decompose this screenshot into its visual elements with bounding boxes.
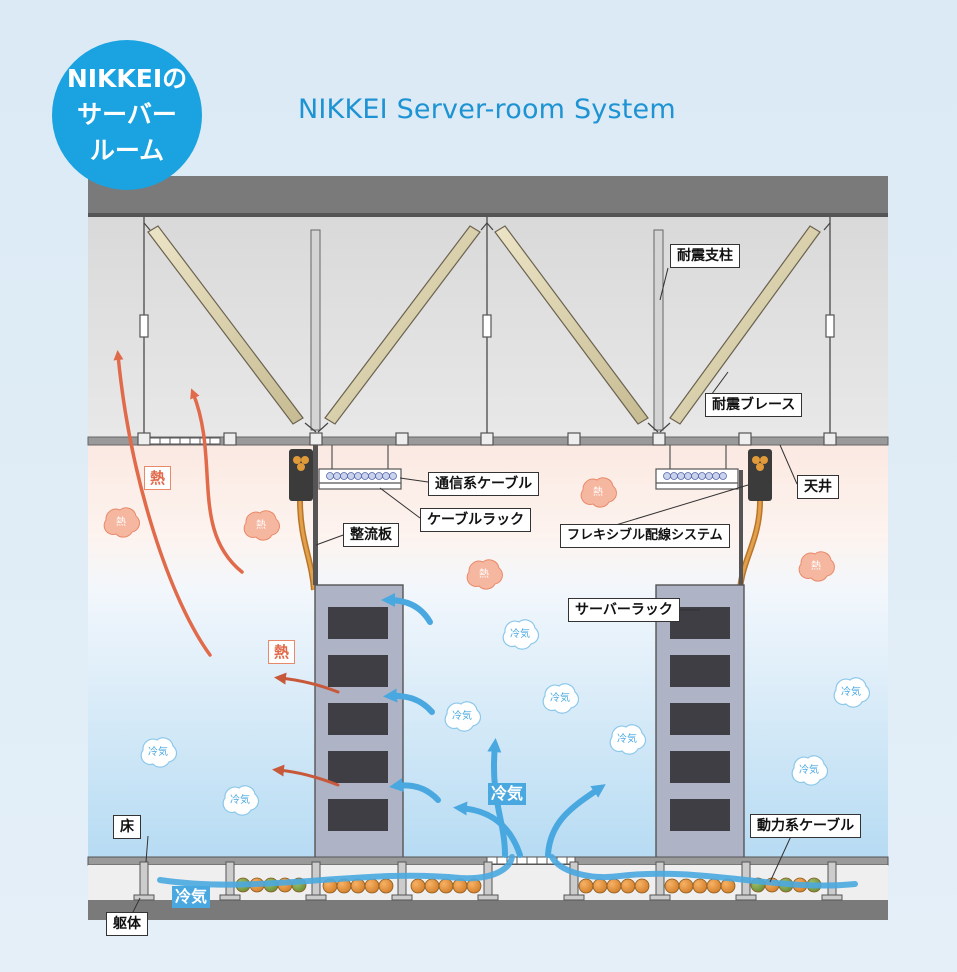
concrete-slab-top <box>88 176 888 216</box>
svg-text:熱: 熱 <box>116 515 126 528</box>
svg-text:冷気: 冷気 <box>148 745 168 758</box>
svg-text:熱: 熱 <box>256 518 266 531</box>
label-cool-air-room: 冷気 <box>488 783 527 805</box>
seismic-posts <box>310 229 664 431</box>
badge-line-3: ルーム <box>89 136 165 165</box>
svg-text:冷気: 冷気 <box>841 685 861 698</box>
ceiling-vent <box>149 437 221 445</box>
label-cool-air-underfloor: 冷気 <box>172 886 211 908</box>
label-power-cable: 動力系ケーブル <box>750 814 862 838</box>
label-seismic-post: 耐震支柱 <box>670 244 740 268</box>
label-structure: 躯体 <box>106 912 148 936</box>
svg-text:冷気: 冷気 <box>452 709 472 722</box>
label-flexible-wiring: フレキシブル配線システム <box>560 524 730 548</box>
rack-heat-arrows <box>272 672 340 787</box>
heat-cloud-labels: 熱 熱 熱 熱 熱 <box>116 485 821 580</box>
cool-air-arrows <box>381 593 606 858</box>
server-rack-left <box>314 584 404 861</box>
underfloor-cool-flow <box>157 854 858 889</box>
server-rack-right <box>655 584 745 861</box>
label-server-rack: サーバーラック <box>568 598 680 622</box>
label-rectifier-plate: 整流板 <box>343 523 399 547</box>
comm-cables <box>326 472 727 480</box>
label-ceiling: 天井 <box>797 475 839 499</box>
heat-cloud-icons <box>103 477 835 590</box>
nikkei-badge: NIKKEIの サーバー ルーム <box>52 40 202 190</box>
rectifier-plate <box>313 445 318 585</box>
svg-text:冷気: 冷気 <box>617 732 637 745</box>
label-cable-rack: ケーブルラック <box>420 508 532 532</box>
building-structure-slab <box>88 900 888 920</box>
page-title: NIKKEI Server-room System <box>298 94 676 125</box>
label-heat-1: 熱 <box>144 466 172 490</box>
label-floor: 床 <box>113 815 141 839</box>
ceiling-clips <box>137 432 837 446</box>
heat-arrows <box>113 350 244 657</box>
badge-line-1: NIKKEIの <box>66 64 188 93</box>
svg-text:冷気: 冷気 <box>550 691 570 704</box>
svg-text:熱: 熱 <box>479 567 489 580</box>
label-comm-cable: 通信系ケーブル <box>428 472 540 496</box>
svg-text:熱: 熱 <box>811 559 821 572</box>
cool-air-cloud-icons <box>140 619 871 816</box>
label-heat-2: 熱 <box>268 640 296 664</box>
floor-vent <box>486 856 576 865</box>
svg-text:冷気: 冷気 <box>510 627 530 640</box>
seismic-braces <box>147 225 821 425</box>
svg-text:熱: 熱 <box>593 485 603 498</box>
svg-text:冷気: 冷気 <box>230 793 250 806</box>
label-seismic-brace: 耐震ブレース <box>705 393 803 417</box>
cool-cloud-labels: 冷気 冷気 冷気 冷気 冷気 冷気 冷気 冷気 <box>148 627 861 806</box>
badge-line-2: サーバー <box>77 100 177 129</box>
svg-text:冷気: 冷気 <box>799 763 819 776</box>
